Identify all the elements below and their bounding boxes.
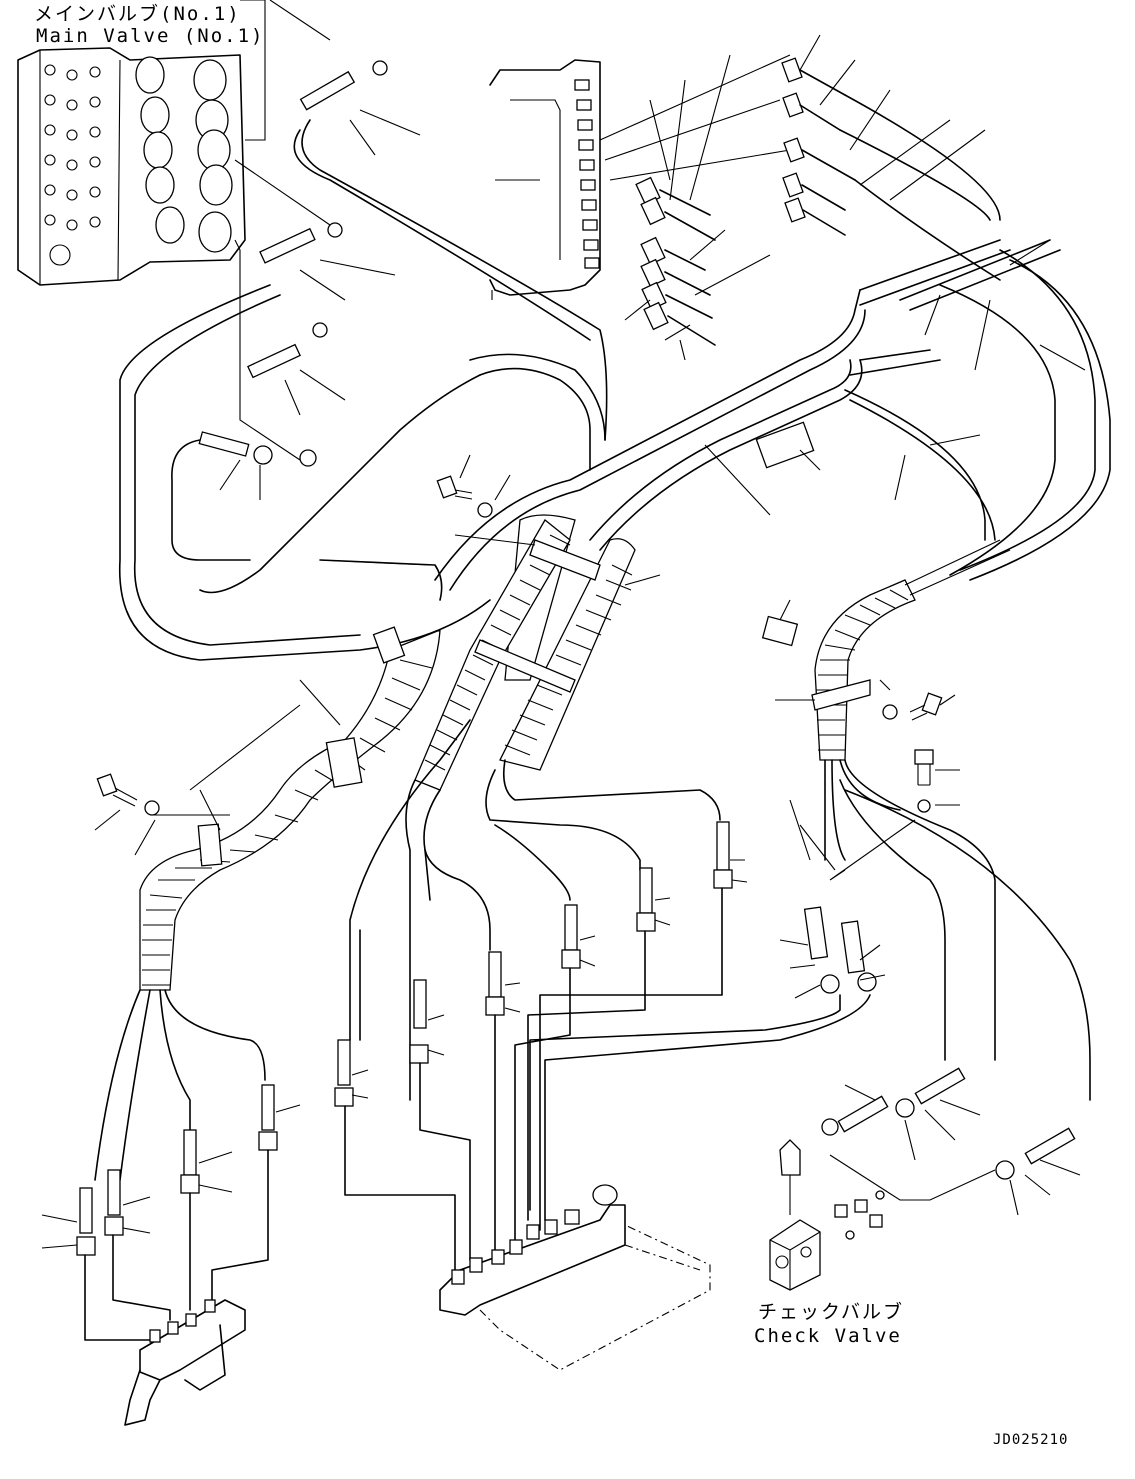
- left-wrapped-hose: [94, 559, 441, 1181]
- check-valve-drawing: [769, 1139, 885, 1291]
- upper-right-fittings: [781, 34, 1001, 281]
- vertical-hose-ends: [41, 821, 748, 1341]
- main-valve-drawing: [17, 0, 331, 461]
- center-fittings-bank: [624, 54, 771, 361]
- upper-diagonal-bundle: [434, 239, 1111, 591]
- drawing-code: JD025210: [993, 1432, 1069, 1448]
- main-valve-label-jp: メインバルブ(No.1): [34, 3, 241, 25]
- check-valve-label-jp: チェックバルブ: [758, 1301, 905, 1323]
- bolts-and-washers: [94, 454, 960, 856]
- lower-manifold-drawing: [439, 1184, 711, 1371]
- check-valve-label-en: Check Valve: [754, 1325, 902, 1347]
- wrapped-center-hoses: [349, 514, 721, 1101]
- left-manifold-drawing: [124, 1299, 246, 1426]
- right-wrapped-hose: [775, 539, 1091, 1101]
- left-hose-loops: [118, 119, 608, 661]
- main-valve-label-en: Main Valve (No.1): [36, 25, 265, 47]
- hose-end-fittings: [198, 60, 421, 500]
- lower-right-hose-ends: [529, 906, 1081, 1221]
- pilot-manifold-drawing: [489, 54, 791, 300]
